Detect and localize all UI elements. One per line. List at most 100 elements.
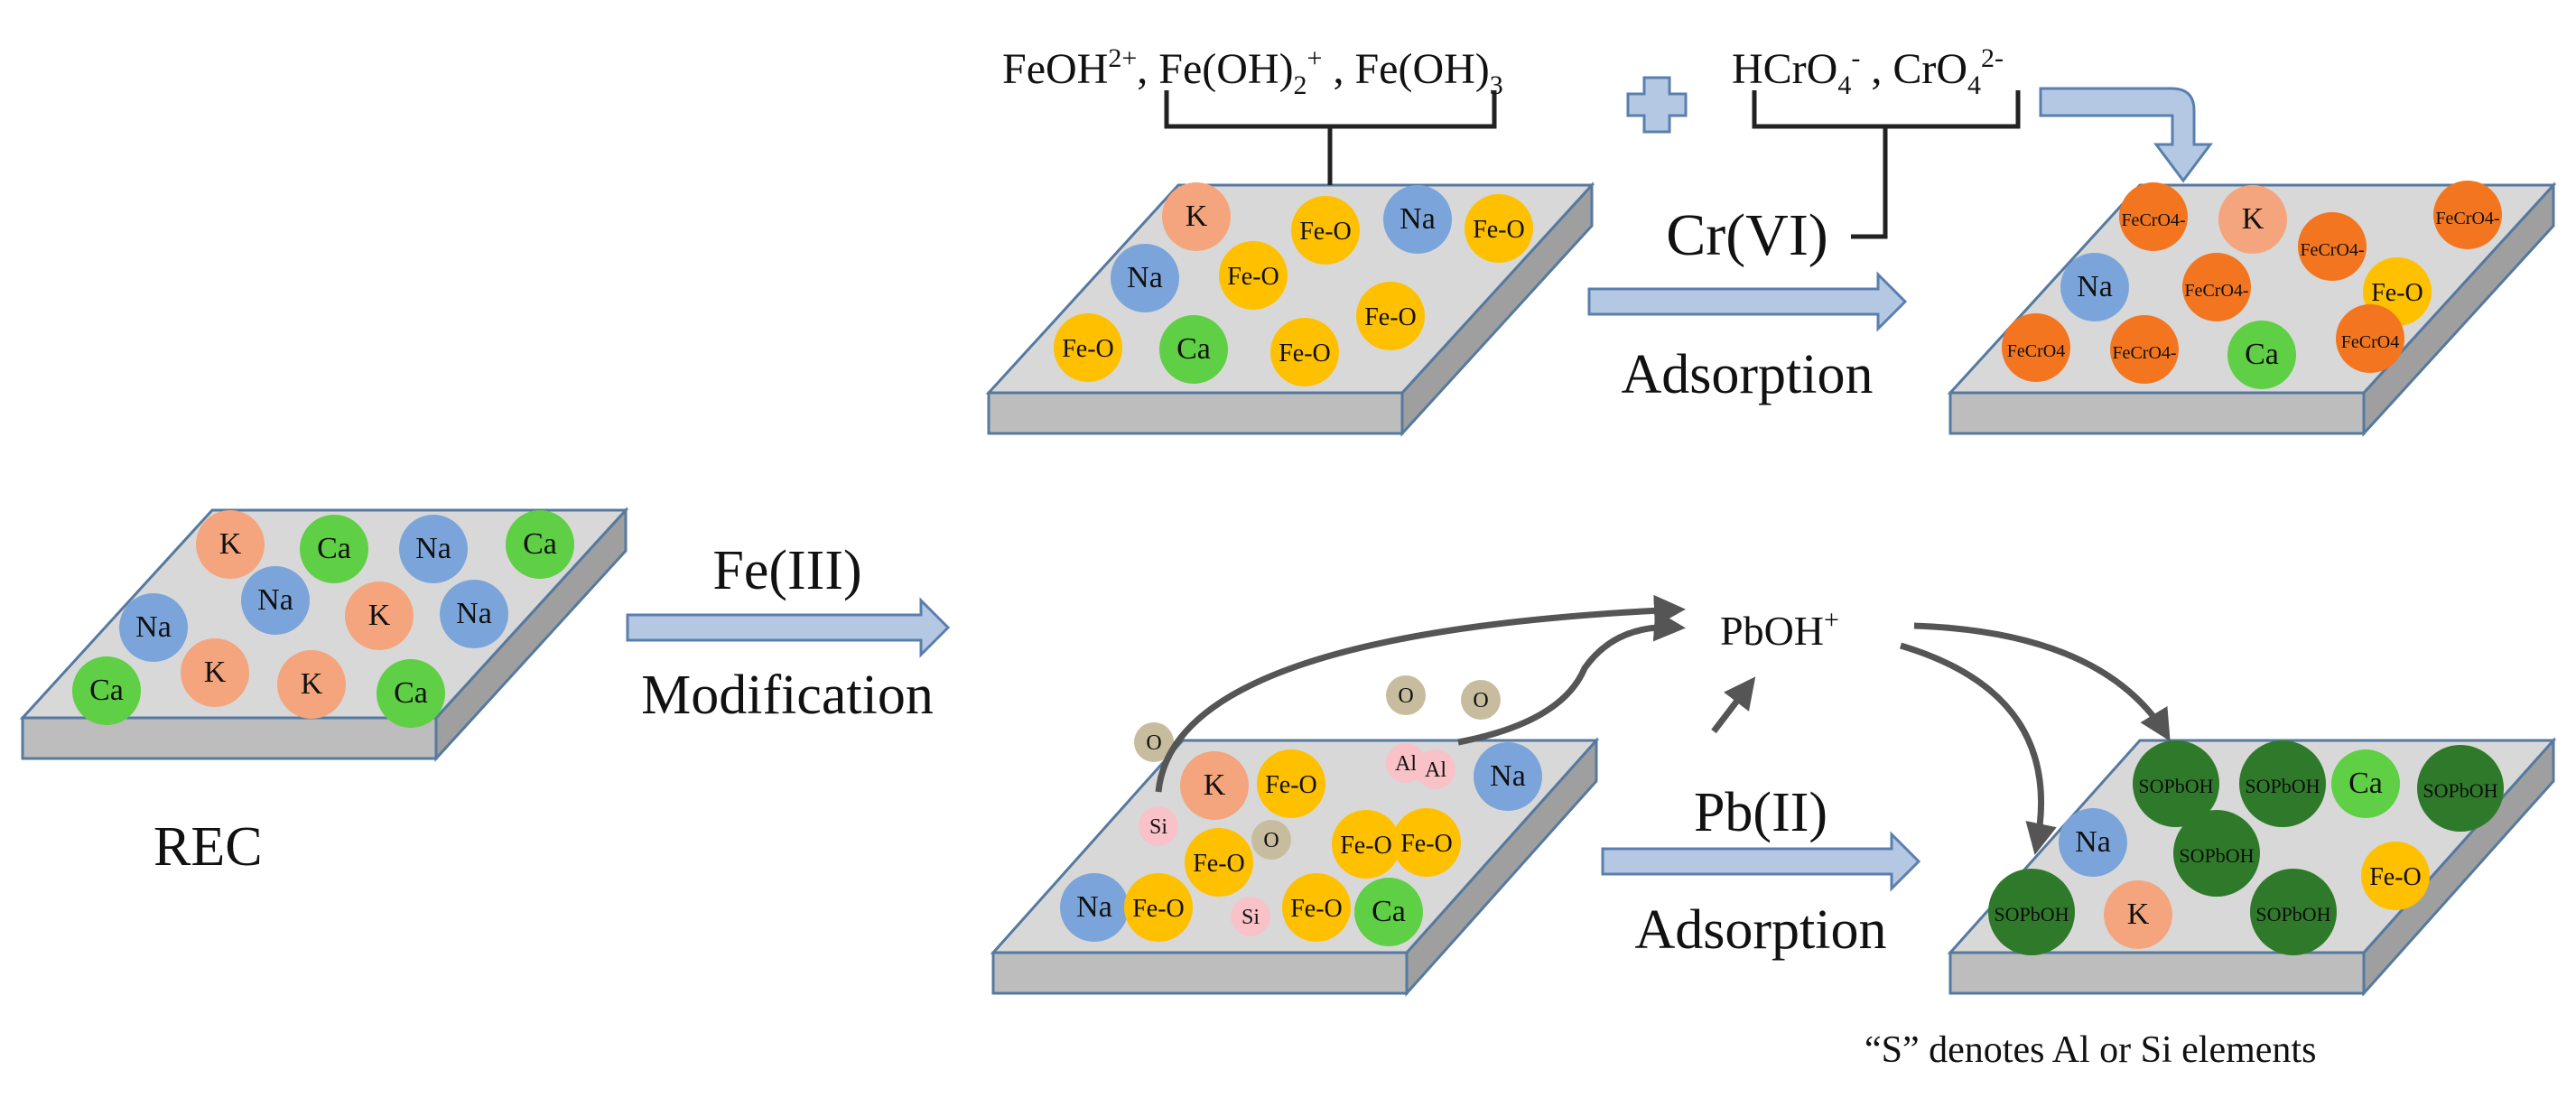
fe-modified-atom-fe-o: Fe-O [1291, 196, 1360, 265]
atom-circle [1988, 869, 2075, 955]
atom-circle [345, 582, 414, 650]
fe-modified-atom-fe-o: Fe-O [1219, 241, 1288, 310]
atom-circle [1383, 185, 1452, 254]
fe-reagent-label: Fe(III) [712, 540, 861, 601]
pb-adsorbed-atom-sopboh: SOPbOH [2239, 740, 2326, 827]
atom-label: SOPbOH [2245, 775, 2320, 797]
pb-precursor-atom-fe-o: Fe-O [1392, 808, 1461, 877]
atom-label: K [368, 599, 391, 632]
atom-circle [1219, 241, 1288, 310]
atom-circle [1111, 244, 1179, 312]
atom-circle [1180, 751, 1249, 820]
curve-arrow-al-to-pboh [1457, 609, 1686, 746]
atom-label: Na [1127, 261, 1163, 294]
atom-label: Na [135, 610, 172, 644]
atom-circle [2417, 745, 2504, 832]
rec-atom-k: K [277, 650, 346, 719]
atom-label: Fe-O [1299, 218, 1352, 246]
atom-label: FeCrO4 [2007, 341, 2065, 361]
atom-label: SOPbOH [1994, 903, 2069, 926]
pb-precursor-atom-al-si: Si [1139, 806, 1178, 846]
atom-label: Fe-O [2371, 279, 2423, 307]
rec-atom-k: K [181, 638, 249, 707]
atom-label: Ca [523, 527, 557, 561]
rec-atom-k: K [345, 582, 414, 650]
pb-precursor-atom-k: K [1180, 751, 1249, 820]
atom-label: Na [1400, 202, 1436, 236]
atom-circle [1185, 828, 1253, 897]
atom-circle [2331, 749, 2400, 818]
cr-adsorbed-atom-fecro4: FeCrO4- [2433, 181, 2502, 249]
atom-label: Ca [2245, 338, 2279, 371]
atom-label: K [204, 656, 227, 689]
atom-label: O [1473, 689, 1488, 712]
atom-circle [2227, 321, 2296, 389]
pb-adsorbed-atom-ca: Ca [2331, 749, 2400, 818]
atom-circle [1257, 749, 1325, 818]
pb-precursor-atom-al-si: Al [1416, 749, 1455, 789]
atom-label: Fe-O [2369, 863, 2422, 891]
cr-adsorbed-atom-fecro4: FeCrO4- [2119, 182, 2188, 251]
rec-atom-ca: Ca [506, 510, 574, 579]
atom-label: Al [1425, 758, 1446, 782]
atom-label: O [1398, 684, 1413, 708]
atom-circle [2059, 808, 2127, 877]
rec-atom-k: K [196, 510, 265, 579]
pb-adsorbed-atom-k: K [2104, 880, 2172, 949]
cr-adsorbed-atom-fecro4: FeCrO4- [2110, 315, 2179, 384]
fe-modified-atom-fe-o: Fe-O [1465, 194, 1533, 263]
atom-circle [1134, 722, 1174, 762]
fe-modified-atom-na: Na [1383, 185, 1452, 254]
atom-label: Fe-O [1364, 303, 1417, 331]
pb-precursor-atom-o-atom: O [1386, 675, 1426, 715]
rec-atom-na: Na [119, 593, 188, 662]
pb-precursor-atom-fe-o: Fe-O [1124, 873, 1193, 942]
atom-label: O [1146, 731, 1161, 755]
atom-circle [1461, 680, 1501, 720]
fe-species-formula: FeOH2+, Fe(OH)2+ , Fe(OH)3 [1002, 43, 1503, 100]
atom-circle [72, 656, 141, 725]
pb-adsorbed-atom-sopboh: SOPbOH [2133, 740, 2219, 827]
atom-circle [2218, 185, 2287, 254]
atom-label: Na [2075, 825, 2111, 859]
cr-adsorbed-atom-fecro4: FeCrO4- [2182, 253, 2251, 321]
atom-label: Fe-O [1227, 263, 1279, 291]
atom-circle [1465, 194, 1533, 263]
footnote-label: “S” denotes Al or Si elements [1865, 1029, 2316, 1071]
atom-circle [1054, 313, 1122, 382]
arrow-fe-modification [626, 597, 951, 658]
cr-adsorbed-atom-fecro4: FeCrO4- [2298, 212, 2367, 281]
atom-circle [2182, 253, 2251, 321]
cr-process-label: Adsorption [1622, 344, 1874, 405]
pb-precursor-atom-na: Na [1060, 873, 1129, 942]
rec-label: REC [153, 816, 263, 878]
curve-arrow-pboh-to-sopboh-left [1900, 642, 2057, 855]
atom-circle [2119, 182, 2188, 251]
fe-modified-atom-k: K [1162, 182, 1231, 251]
atom-label: FeCrO4- [2184, 281, 2248, 301]
pb-adsorbed-atom-sopboh: SOPbOH [2250, 869, 2337, 955]
atom-circle [181, 638, 249, 707]
atom-circle [1332, 810, 1400, 879]
atom-label: Na [1490, 759, 1526, 793]
atom-label: SOPbOH [2255, 903, 2330, 926]
atom-label: O [1263, 829, 1279, 852]
rec-atom-ca: Ca [72, 656, 141, 725]
atom-circle [119, 593, 188, 662]
plus-icon [1626, 76, 1688, 134]
atom-label: Ca [317, 532, 351, 565]
atom-label: Fe-O [1062, 335, 1114, 363]
rec-atom-ca: Ca [300, 515, 368, 583]
atom-circle [1282, 873, 1351, 942]
arrow-pb-adsorption [1601, 831, 1921, 892]
pb-precursor-atom-al-si: Si [1231, 897, 1270, 936]
atom-label: Fe-O [1290, 895, 1343, 923]
cr-adsorbed-atom-na: Na [2060, 253, 2129, 321]
